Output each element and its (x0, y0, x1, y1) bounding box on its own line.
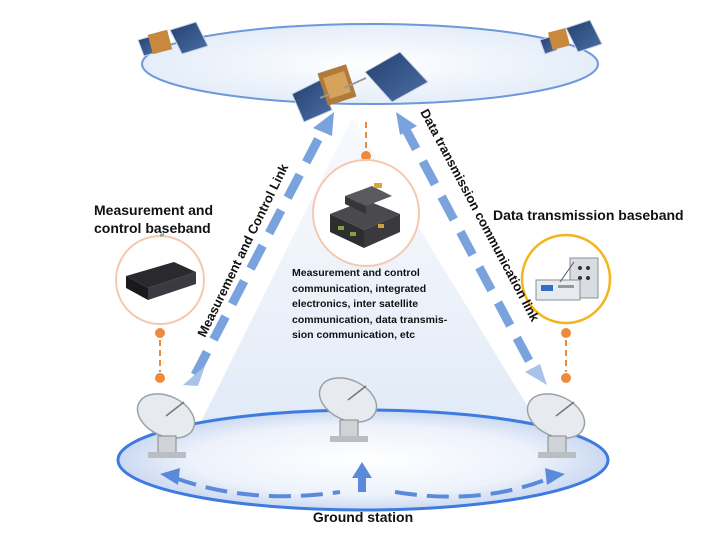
mc-baseband-label: Measurement and control baseband (94, 202, 214, 236)
connector-center (361, 122, 371, 161)
dt-baseband-label: Data transmission baseband (493, 207, 684, 223)
baseband-console-icon (535, 257, 599, 301)
top-orbit (141, 23, 599, 105)
satellite-electronics-icon (330, 183, 400, 248)
mc-link-arrow (183, 112, 334, 386)
right-baseband-circle (520, 233, 612, 325)
center-description: Measurement and control communication, i… (292, 267, 448, 341)
ground-center-arrow (352, 462, 372, 478)
dt-link-arrow (396, 112, 547, 385)
ground-station-label: Ground station (313, 509, 413, 525)
connector-left (155, 328, 165, 383)
ground-arrow-right-head (545, 468, 565, 485)
connector-right (561, 328, 571, 383)
satellite-icon-left (137, 21, 209, 57)
ground-arrow-left-head (160, 468, 180, 485)
ground-link-arrows (174, 476, 551, 499)
satellite-icon-right (539, 19, 603, 55)
baseband-server-icon (126, 232, 196, 300)
satellite-icon (291, 51, 429, 123)
dish-antenna-icon (136, 377, 586, 458)
coverage-beam (192, 118, 548, 440)
